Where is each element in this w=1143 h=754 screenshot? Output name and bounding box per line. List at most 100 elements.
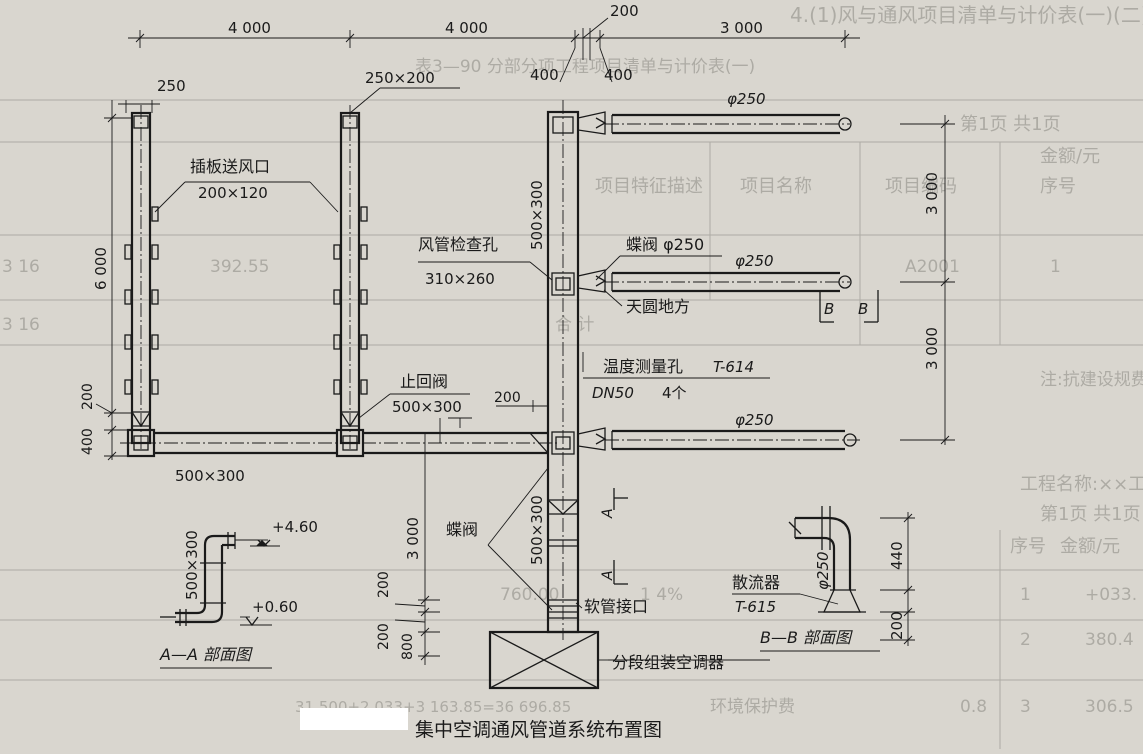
bg-col-name: 项目名称	[740, 176, 812, 197]
bg-r1-val: +033.	[1085, 585, 1137, 605]
label-riser-size-upper: 500×300	[528, 180, 546, 250]
drawing-title: 集中空调通风管道系统布置图	[415, 719, 662, 741]
middle-dimension-chain: 3 000 200 200 800 200	[376, 390, 549, 665]
insert-outlet-left-4	[124, 289, 132, 305]
bg-col-seq2: 序号	[1010, 536, 1046, 557]
section-b-b-view: 440 200 φ250 散流器 T-615 B—B 部面图	[732, 506, 915, 652]
section-a-a-view: +4.60 +0.60 500×300 A—A 部面图	[159, 518, 318, 669]
bg-line1: 4.(1)风与通风项目清单与计价表(一)(二),见表3—90,表3—91.	[790, 3, 1143, 27]
bg-row-no: 1	[1050, 257, 1061, 277]
bb-440: 440	[888, 541, 906, 570]
aa-elev-top: +4.60	[272, 518, 318, 536]
bb-diffuser-d250: φ250	[814, 551, 832, 590]
label-d250-mid: φ250	[735, 252, 774, 270]
left-riser-duct	[124, 105, 159, 458]
dim-top-4000-a: 4 000	[228, 19, 271, 37]
bg-line5: 第1页 共1页	[960, 114, 1061, 135]
bg-r2: 2	[1020, 630, 1031, 650]
dim-top-400-right: 400	[604, 66, 633, 84]
right-dimension-chain: 3 000 3 000	[900, 115, 955, 445]
bg-line6: 工程名称:××工程	[1020, 474, 1143, 495]
label-inspection-hole-size: 310×260	[425, 270, 495, 288]
insert-outlet-mid-5	[360, 289, 368, 305]
title-blank-patch	[300, 708, 408, 730]
section-a-markers: A A	[600, 488, 628, 585]
bg-col-desc: 项目特征描述	[595, 176, 703, 197]
bg-col-seq: 序号	[1040, 176, 1076, 197]
insert-outlet-mid-4	[333, 289, 341, 305]
inspection-hole-box	[551, 272, 575, 296]
branch-top	[577, 111, 852, 135]
insert-outlet-mid-9	[360, 379, 368, 395]
section-a-top-label: A	[600, 508, 616, 519]
middle-riser-duct	[333, 105, 368, 458]
horizontal-main-duct	[120, 431, 560, 455]
branch-middle	[577, 269, 852, 293]
insert-outlet-left-7	[151, 334, 159, 350]
label-ahu: 分段组装空调器	[612, 653, 724, 672]
bg-row-total: 3 16	[2, 257, 40, 277]
bb-title: B—B 部面图	[760, 628, 853, 647]
label-temp-hole-qty: 4个	[662, 384, 687, 402]
insert-outlet-left-3	[151, 244, 159, 260]
bg-row-val: 392.55	[210, 257, 269, 277]
background-table: 4.(1)风与通风项目清单与计价表(一)(二),见表3—90,表3—91. 表3…	[0, 3, 1143, 749]
bg-r1: 1	[1020, 585, 1031, 605]
bg-total-val: 3 16	[2, 315, 40, 335]
bb-200: 200	[888, 611, 906, 640]
bg-col-amount2: 金额/元	[1060, 536, 1120, 557]
label-riser-size-lower: 500×300	[528, 495, 546, 565]
bg-r3: 3	[1020, 697, 1031, 717]
bg-note: 注:抗建设规费综合单价	[1040, 370, 1143, 390]
label-soft-joint: 软管接口	[584, 597, 648, 616]
label-insert-outlet-size: 200×120	[198, 184, 268, 202]
annotation-labels: 250×200 插板送风口 200×120 风管检查孔 310×260 500×…	[154, 69, 774, 672]
top-dimension-chain: 4 000 4 000 3 000 200 400 400	[128, 2, 860, 84]
insert-outlet-mid-1	[360, 206, 368, 222]
dim-right-3000-lower: 3 000	[923, 327, 941, 370]
dim-right-3000-upper: 3 000	[923, 172, 941, 215]
label-duct-250x200: 250×200	[365, 69, 435, 87]
dim-mid-200-lower: 200	[376, 623, 392, 650]
bg-row-code: A2001	[905, 257, 960, 277]
dim-mid-800: 800	[400, 633, 416, 660]
label-check-valve-size: 500×300	[392, 398, 462, 416]
label-tianyuan-difang: 天圆地方	[626, 297, 690, 316]
insert-outlet-left-8	[124, 379, 132, 395]
bg-col-code: 项目编码	[885, 176, 957, 197]
dim-mid-3000: 3 000	[404, 517, 422, 560]
label-main-duct-size: 500×300	[175, 467, 245, 485]
label-butterfly-valve: 蝶阀	[446, 520, 478, 539]
section-a-bottom-label: A	[600, 570, 616, 581]
dim-top-3000: 3 000	[720, 19, 763, 37]
bg-line7: 第1页 共1页	[1040, 504, 1141, 525]
dim-mid-200-upper: 200	[376, 571, 392, 598]
insert-outlet-left-2	[124, 244, 132, 260]
bg-mid-val: 760.00	[500, 585, 559, 605]
bg-line2: 表3—90 分部分项工程项目清单与计价表(一)	[415, 57, 755, 77]
insert-outlet-left-6	[124, 334, 132, 350]
aa-title: A—A 部面图	[159, 645, 253, 664]
section-b-right-label: B	[858, 300, 868, 318]
label-temp-hole-code: T-614	[713, 358, 754, 376]
insert-outlet-mid-6	[333, 334, 341, 350]
bb-diffuser: 散流器	[732, 573, 780, 592]
dim-top-400-left: 400	[530, 66, 559, 84]
label-temp-hole-dn: DN50	[592, 384, 634, 402]
label-temp-hole: 温度测量孔	[603, 357, 683, 376]
dim-t-200: 200	[494, 390, 521, 406]
label-insert-outlet: 插板送风口	[190, 157, 270, 176]
insert-outlet-mid-7	[360, 334, 368, 350]
section-b-left-label: B	[824, 300, 834, 318]
label-inspection-hole: 风管检查孔	[418, 235, 498, 254]
dim-top-200: 200	[610, 2, 639, 20]
branch-bottom	[577, 427, 860, 451]
bg-r3-name: 环境保护费	[710, 697, 795, 717]
dim-width-250: 250	[157, 77, 186, 95]
insert-outlet-left-1	[151, 206, 159, 222]
bb-diffuser-code: T-615	[735, 598, 776, 616]
label-check-valve: 止回阀	[400, 372, 448, 391]
section-b-markers: B B	[819, 290, 879, 323]
